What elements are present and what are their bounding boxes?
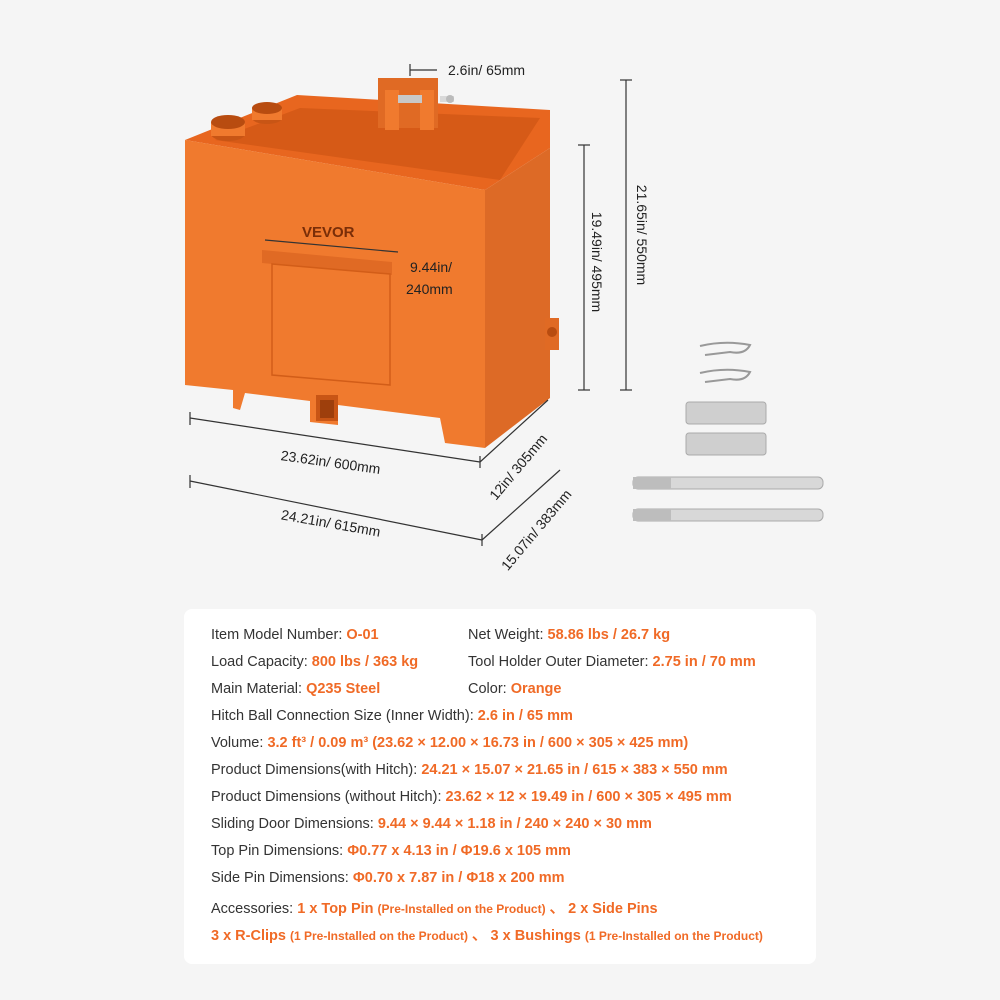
spec-acc-1-note: (Pre-Installed on the Product) [377, 902, 546, 916]
spec-acc-3-note: (1 Pre-Installed on the Product) [289, 929, 468, 943]
dim-body-width: 23.62in/ 600mm [280, 447, 382, 477]
spec-material: Main Material: Q235 Steel [211, 681, 380, 697]
spec-acc-2: 、 2 x Side Pins [549, 901, 658, 917]
spec-color: Color: Orange [468, 681, 561, 697]
spec-holder-label: Tool Holder Outer Diameter: [468, 654, 649, 670]
spec-weight: Net Weight: 58.86 lbs / 26.7 kg [468, 627, 670, 643]
spec-door-value: 9.44 × 9.44 × 1.18 in / 240 × 240 × 30 m… [377, 816, 652, 832]
spec-accessories-2: 3 x R-Clips (1 Pre-Installed on the Prod… [211, 924, 763, 945]
spec-model-value: O-01 [346, 627, 379, 643]
spec-holder: Tool Holder Outer Diameter: 2.75 in / 70… [468, 654, 756, 670]
dim-total-height: 21.65in/ 550mm [634, 185, 650, 285]
bushing-icon [685, 401, 767, 456]
spec-hitch: Hitch Ball Connection Size (Inner Width)… [211, 708, 573, 724]
spec-acc-3: 3 x R-Clips [211, 928, 286, 944]
spec-dims-nohitch-value: 23.62 × 12 × 19.49 in / 600 × 305 × 495 … [445, 789, 732, 805]
dim-door-width-2: 240mm [406, 281, 453, 297]
spec-dims-hitch-label: Product Dimensions(with Hitch): [211, 762, 418, 778]
dim-body-height: 19.49in/ 495mm [589, 212, 605, 312]
spec-sidepin-value: Φ0.70 x 7.87 in / Φ18 x 200 mm [352, 870, 565, 886]
side-pin-icon [632, 476, 824, 522]
spec-acc-label: Accessories: [211, 901, 294, 917]
spec-door: Sliding Door Dimensions: 9.44 × 9.44 × 1… [211, 816, 652, 832]
spec-dims-nohitch-label: Product Dimensions (without Hitch): [211, 789, 442, 805]
brand-logo: VEVOR [302, 224, 355, 241]
spec-material-label: Main Material: [211, 681, 303, 697]
spec-acc-4-note: (1 Pre-Installed on the Product) [584, 929, 763, 943]
spec-load: Load Capacity: 800 lbs / 363 kg [211, 654, 418, 670]
product-diagram: VEVOR 2.6in/ 65mm 21.65in/ 550mm 19.49in… [185, 62, 824, 573]
spec-color-value: Orange [510, 681, 562, 697]
spec-volume: Volume: 3.2 ft³ / 0.09 m³ (23.62 × 12.00… [211, 735, 688, 751]
accessories-illustration [632, 341, 824, 522]
spec-sidepin-label: Side Pin Dimensions: [211, 870, 349, 886]
spec-acc-4: 、 3 x Bushings [472, 928, 581, 944]
spec-door-label: Sliding Door Dimensions: [211, 816, 374, 832]
spec-weight-value: 58.86 lbs / 26.7 kg [547, 627, 671, 643]
r-clip-icon [699, 341, 752, 383]
spec-model: Item Model Number: O-01 [211, 627, 379, 643]
spec-color-label: Color: [468, 681, 507, 697]
spec-model-label: Item Model Number: [211, 627, 343, 643]
spec-volume-label: Volume: [211, 735, 264, 751]
dim-hitch-width: 2.6in/ 65mm [448, 62, 525, 78]
spec-load-value: 800 lbs / 363 kg [311, 654, 419, 670]
spec-dims-hitch-value: 24.21 × 15.07 × 21.65 in / 615 × 383 × 5… [421, 762, 728, 778]
spec-toppin-value: Φ0.77 x 4.13 in / Φ19.6 x 105 mm [347, 843, 571, 859]
spec-weight-label: Net Weight: [468, 627, 544, 643]
spec-volume-value: 3.2 ft³ / 0.09 m³ (23.62 × 12.00 × 16.73… [267, 735, 689, 751]
ballast-box [185, 78, 559, 448]
spec-material-value: Q235 Steel [306, 681, 381, 697]
spec-accessories: Accessories: 1 x Top Pin (Pre-Installed … [211, 897, 658, 918]
dim-total-width: 24.21in/ 615mm [280, 506, 382, 539]
spec-toppin-label: Top Pin Dimensions: [211, 843, 344, 859]
spec-hitch-value: 2.6 in / 65 mm [477, 708, 573, 724]
spec-card: Item Model Number: O-01 Net Weight: 58.8… [184, 609, 816, 964]
spec-dims-hitch: Product Dimensions(with Hitch): 24.21 × … [211, 762, 728, 778]
dim-body-depth: 12in/ 305mm [486, 431, 550, 503]
dim-total-depth: 15.07in/ 383mm [498, 486, 575, 573]
spec-toppin: Top Pin Dimensions: Φ0.77 x 4.13 in / Φ1… [211, 843, 571, 859]
spec-sidepin: Side Pin Dimensions: Φ0.70 x 7.87 in / Φ… [211, 870, 564, 886]
spec-holder-value: 2.75 in / 70 mm [652, 654, 756, 670]
spec-load-label: Load Capacity: [211, 654, 308, 670]
spec-acc-1: 1 x Top Pin [297, 901, 374, 917]
spec-dims-nohitch: Product Dimensions (without Hitch): 23.6… [211, 789, 732, 805]
dim-door-width-1: 9.44in/ [410, 259, 452, 275]
spec-hitch-label: Hitch Ball Connection Size (Inner Width)… [211, 708, 474, 724]
